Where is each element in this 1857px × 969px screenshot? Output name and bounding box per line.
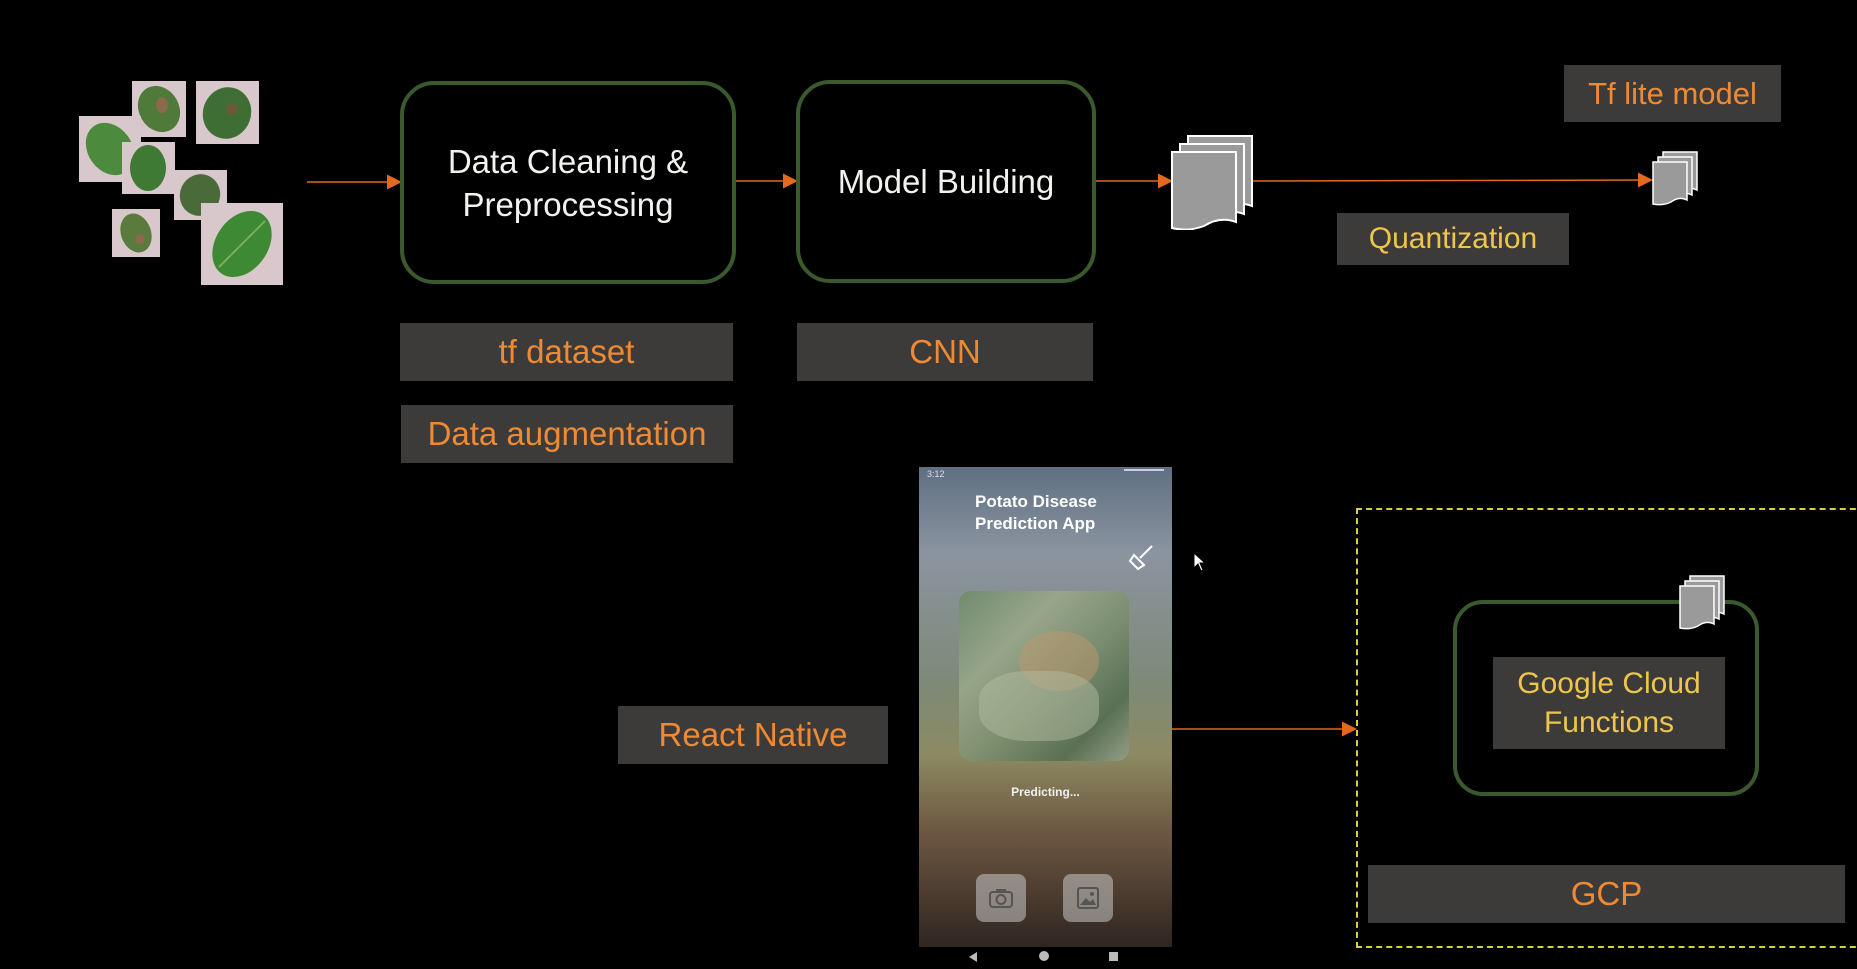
nav-home-icon[interactable] [1039, 951, 1049, 961]
status-icons [1124, 469, 1164, 479]
data-augmentation-tag: Data augmentation [401, 405, 733, 463]
leaf-image [174, 170, 227, 220]
tflite-document-icon [1652, 151, 1698, 206]
quantization-tag: Quantization [1337, 213, 1569, 265]
data-augmentation-label: Data augmentation [427, 415, 707, 452]
model-building-label: Model Building [837, 163, 1055, 200]
phone-screenshot: 3:12 Potato Disease Prediction App Predi… [919, 467, 1172, 947]
broom-icon[interactable] [1128, 543, 1156, 571]
quantization-label: Quantization [1368, 222, 1538, 255]
leaf-image [122, 142, 175, 194]
cnn-tag: CNN [797, 323, 1093, 381]
cnn-label: CNN [909, 333, 981, 370]
leaf-image [132, 81, 186, 137]
react-native-label: React Native [658, 716, 848, 753]
tflite-model-label: Tf lite model [1588, 75, 1757, 111]
gallery-icon [1077, 887, 1099, 909]
cursor-icon [1193, 552, 1207, 572]
phone-nav-bar [919, 948, 1172, 969]
leaf-image [112, 209, 160, 257]
status-bar: 3:12 [919, 467, 1172, 481]
tflite-model-tag: Tf lite model [1564, 65, 1781, 122]
gcp-frame [1356, 508, 1857, 948]
phone-app-title: Potato Disease Prediction App [975, 491, 1135, 535]
phone-title-line2: Prediction App [975, 514, 1096, 533]
leaf-image [201, 203, 283, 285]
data-cleaning-label: Data Cleaning & Preprocessing [447, 142, 689, 223]
nav-back-icon[interactable] [969, 952, 977, 962]
camera-icon [989, 889, 1013, 908]
nav-recents-icon[interactable] [1109, 952, 1118, 961]
google-cloud-functions-tag: Google Cloud Functions [1493, 657, 1725, 749]
camera-button[interactable] [976, 874, 1026, 922]
phone-title-line1: Potato Disease [975, 492, 1097, 511]
gcp-tag: GCP [1368, 865, 1845, 923]
react-native-tag: React Native [618, 706, 888, 764]
gcp-model-document-icon [1679, 575, 1725, 630]
status-time: 3:12 [927, 469, 945, 479]
leaf-preview-image [959, 591, 1129, 761]
predicting-status: Predicting... [1011, 785, 1080, 799]
google-cloud-functions-label: Google Cloud Functions [1517, 667, 1701, 739]
tf-dataset-label: tf dataset [498, 333, 635, 370]
leaf-image [196, 81, 259, 144]
model-building-box: Model Building [796, 80, 1096, 283]
tf-dataset-tag: tf dataset [400, 323, 733, 381]
gallery-button[interactable] [1063, 874, 1113, 922]
arrow-model-to-tflite [1251, 172, 1653, 188]
stacked-document-icon [1171, 135, 1253, 230]
gcp-label: GCP [1570, 875, 1643, 912]
data-cleaning-box: Data Cleaning & Preprocessing [400, 81, 736, 284]
